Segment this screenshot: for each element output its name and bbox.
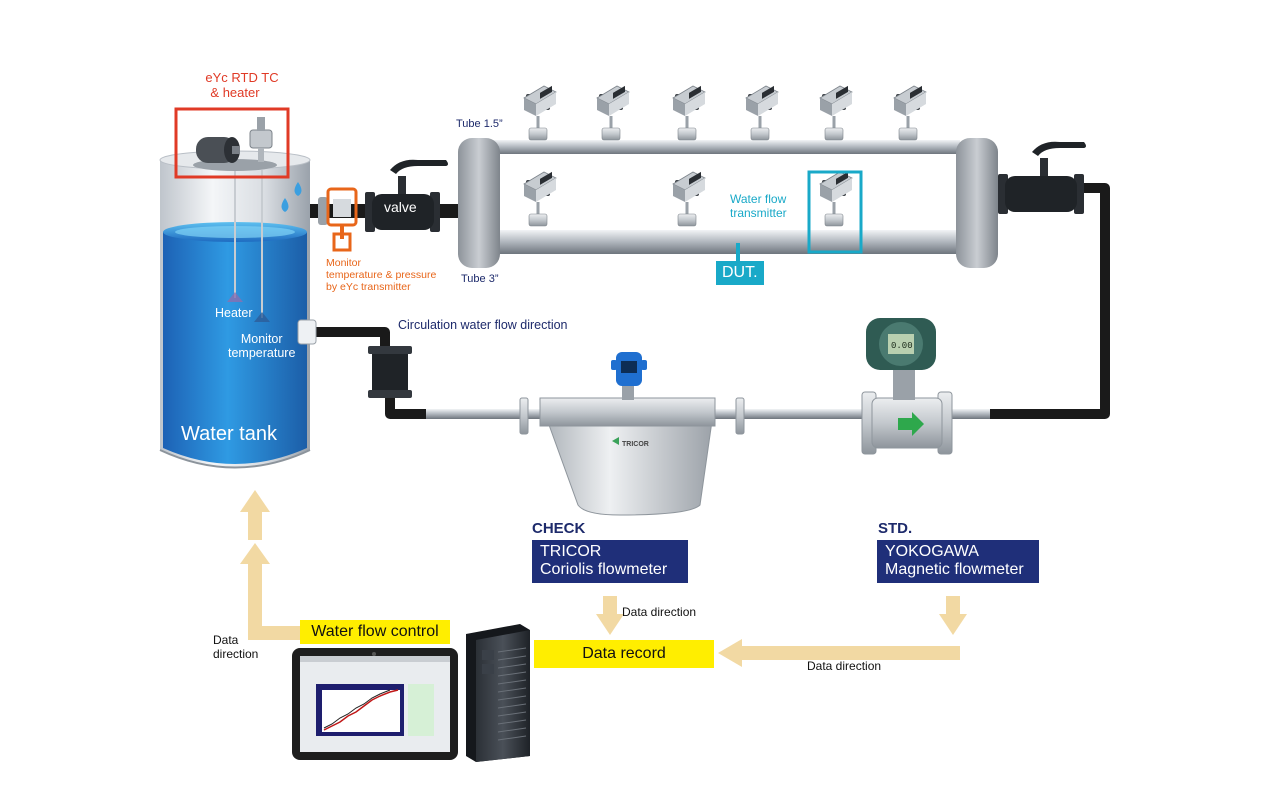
outlet-valve-icon [998,141,1086,214]
water-flow-transmitter-label: Water flow transmitter [730,192,787,221]
rtd-title: eYc RTD TC [205,70,279,85]
heater-label: Heater [215,306,253,320]
rtd-sensor-icon [249,117,273,162]
data-dir-left-line2: direction [213,646,259,661]
rtd-label: eYc RTD TC & heater [186,70,298,101]
check-heading: CHECK [532,520,586,537]
wft-line1: Water flow [730,192,787,206]
data-dir-left-line1: Data [213,633,239,647]
circulation-label: Circulation water flow direction [398,318,568,332]
pressure-temperature-transmitter [326,187,358,252]
monitor-temperature-label: Monitor temperature [228,332,295,361]
coriolis-flowmeter: TRICOR [519,352,745,516]
std-heading: STD. [878,520,913,537]
yokogawa-box: YOKOGAWA Magnetic flowmeter [877,540,1039,583]
rtd-sub: & heater [210,84,260,100]
monitor-tp-label: Monitor temperature & pressure by eYc tr… [326,257,436,293]
wft-line2: transmitter [730,205,787,220]
yoko-line2: Magnetic flowmeter [885,561,1024,579]
tricor-line2: Coriolis flowmeter [540,561,668,579]
water-flow-control-box: Water flow control [300,620,450,644]
meter-display: 0.00 [891,341,913,351]
data-record-box: Data record [534,640,714,668]
sensor-row-top [523,85,927,141]
monitor-tp-line3: by eYc transmitter [326,281,411,294]
monitor-temp-line2: temperature [228,346,296,361]
magnetic-flowmeter: 0.00 [861,318,953,455]
monitor-tp-line2: temperature & pressure [326,269,437,282]
dut-badge: DUT. [716,261,764,286]
rtd-highlight-box [174,107,290,179]
sensor-row-bottom [523,171,853,227]
tube-large-label: Tube 3” [461,273,499,285]
water-flow-transmitter-highlight [807,170,863,254]
tube-small-label: Tube 1.5” [456,118,503,130]
data-direction-left-label: Data direction [213,633,259,662]
tricor-line1: TRICOR [540,543,602,560]
pc-tower-icon [466,624,530,762]
tricor-box: TRICOR Coriolis flowmeter [532,540,688,583]
monitor-tp-line1: Monitor [326,257,362,269]
valve-label: valve [384,199,417,215]
tricor-logo: TRICOR [622,441,649,448]
water-tank-label: Water tank [181,423,277,445]
data-direction-std-label: Data direction [807,659,882,673]
valve-icon [365,159,448,232]
tube-manifold [458,138,998,268]
monitor-temp-line1: Monitor [240,332,283,346]
yoko-line1: YOKOGAWA [885,543,979,560]
flange-block [368,346,412,398]
monitor-icon [292,648,458,760]
data-direction-check-label: Data direction [622,605,697,619]
data-arrows [240,490,967,667]
heater-icon [193,137,277,171]
